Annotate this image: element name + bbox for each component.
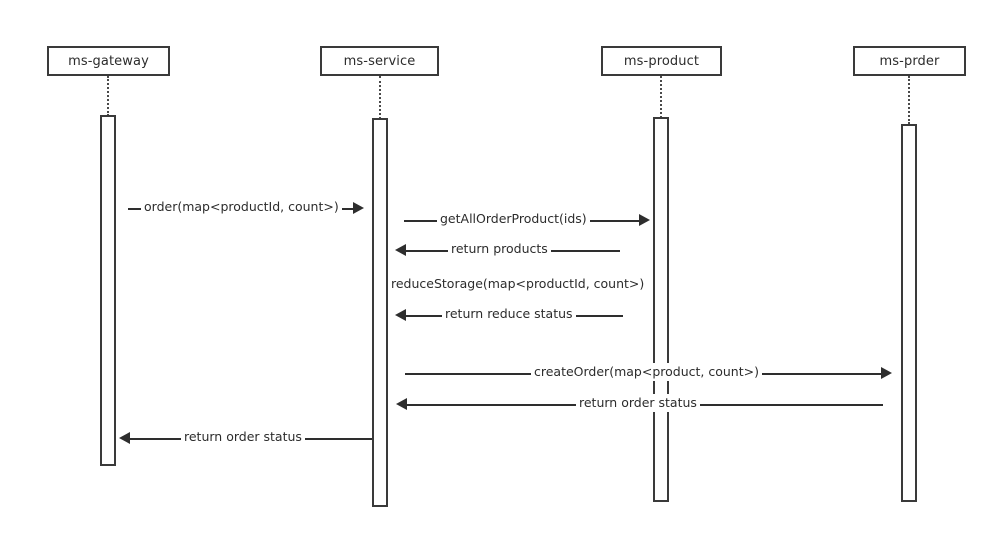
lifeline-ms-prder: [908, 76, 910, 124]
message-reduceStorage[interactable]: reduceStorage(map<productId, count>): [388, 275, 648, 295]
message-return-products[interactable]: return products: [395, 240, 620, 260]
message-label: getAllOrderProduct(ids): [437, 210, 590, 228]
participant-label: ms-prder: [879, 53, 940, 69]
arrowhead-left-icon: [396, 398, 407, 410]
participant-label: ms-gateway: [68, 53, 149, 69]
activation-bar-ms-prder: [901, 124, 917, 502]
message-return-reduce-status[interactable]: return reduce status: [395, 305, 623, 325]
lifeline-ms-product: [660, 76, 662, 118]
participant-box-ms-gateway[interactable]: ms-gateway: [47, 46, 170, 76]
message-order[interactable]: order(map<productId, count>): [128, 198, 364, 218]
message-label: return order status: [576, 394, 700, 412]
arrowhead-left-icon: [395, 309, 406, 321]
participant-label: ms-service: [343, 53, 416, 69]
activation-bar-ms-product: [653, 117, 669, 502]
message-getAllOrderProduct[interactable]: getAllOrderProduct(ids): [404, 210, 650, 230]
activation-bar-ms-service: [372, 118, 388, 507]
participant-box-ms-service[interactable]: ms-service: [320, 46, 439, 76]
message-label: createOrder(map<product, count>): [531, 363, 762, 381]
message-label: return reduce status: [442, 305, 576, 323]
activation-bar-ms-gateway: [100, 115, 116, 466]
message-createOrder[interactable]: createOrder(map<product, count>): [405, 363, 892, 383]
message-return-order-status-prder[interactable]: return order status: [396, 394, 883, 414]
message-label: reduceStorage(map<productId, count>): [388, 275, 648, 293]
message-label: order(map<productId, count>): [141, 198, 342, 216]
arrowhead-left-icon: [119, 432, 130, 444]
message-return-order-status-gateway[interactable]: return order status: [119, 428, 372, 448]
lifeline-ms-service: [379, 76, 381, 119]
arrowhead-right-icon: [881, 367, 892, 379]
message-label: return order status: [181, 428, 305, 446]
participant-box-ms-prder[interactable]: ms-prder: [853, 46, 966, 76]
arrowhead-right-icon: [353, 202, 364, 214]
arrowhead-right-icon: [639, 214, 650, 226]
lifeline-ms-gateway: [107, 76, 109, 116]
participant-box-ms-product[interactable]: ms-product: [601, 46, 722, 76]
participant-label: ms-product: [623, 53, 700, 69]
message-label: return products: [448, 240, 551, 258]
arrowhead-left-icon: [395, 244, 406, 256]
